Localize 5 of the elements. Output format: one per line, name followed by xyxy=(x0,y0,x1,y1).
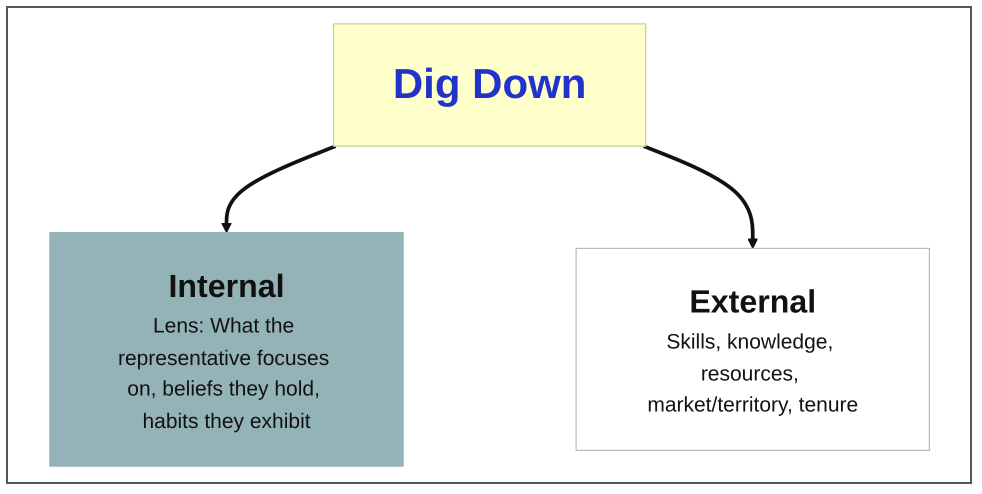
node-box: Dig Down xyxy=(333,23,647,147)
node-box: External Skills, knowledge, resources, market/territory, tenure xyxy=(576,248,930,451)
node-box: Internal Lens: What the representative focuses on, beliefs they hold, habits they exhibit xyxy=(50,232,404,467)
arrow xyxy=(221,144,337,234)
arrow xyxy=(643,144,759,249)
